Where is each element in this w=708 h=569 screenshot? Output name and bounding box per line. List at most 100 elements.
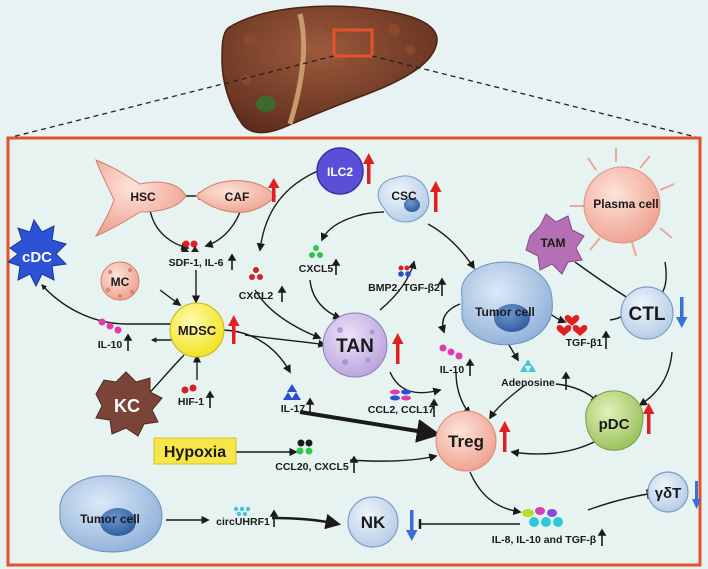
up-arrow-icon <box>228 315 240 344</box>
factor-up-arrows <box>123 253 611 546</box>
zoom-line-left <box>7 55 335 139</box>
treg-label: Treg <box>448 432 484 451</box>
up-arrow-icon <box>437 277 447 296</box>
up-arrow-icon <box>601 330 611 349</box>
tumor-mid-label: Tumor cell <box>475 305 535 319</box>
up-arrow-icon <box>597 528 607 546</box>
tan-label: TAN <box>336 336 374 357</box>
up-arrow-icon <box>643 403 655 434</box>
mdsc-label: MDSC <box>178 323 217 338</box>
factor-il17: IL-17 <box>281 403 306 415</box>
down-arrow-icon <box>406 510 418 541</box>
factor-il8-il10-tgfb: IL-8, IL-10 and TGF-β <box>492 534 597 546</box>
ilc2-cell: ILC2 <box>316 147 364 195</box>
caf-label: CAF <box>225 190 250 204</box>
up-arrow-icon <box>277 285 287 302</box>
mdsc-cell: MDSC <box>169 302 225 358</box>
up-arrow-icon <box>269 509 279 527</box>
csc-cell: CSC <box>377 175 430 223</box>
factor-labels: SDF-1, IL-6 CXCL5 CXCL2 BMP2, TGF-β2 TGF… <box>98 257 603 546</box>
molecule-dots-icon <box>309 245 323 258</box>
cdc-label: cDC <box>22 249 52 266</box>
csc-label: CSC <box>391 189 417 203</box>
tan-cell: TAN <box>322 312 388 378</box>
molecule-dots-icon <box>296 439 313 455</box>
factor-adenosine: Adenosine <box>501 377 555 389</box>
treg-cell: Treg <box>435 410 497 472</box>
molecule-dots-icon <box>181 240 199 252</box>
caf-cell: CAF <box>195 180 277 213</box>
molecule-dots-icon <box>398 265 411 277</box>
liver-icon <box>221 5 438 134</box>
factor-tgfb1: TGF-β1 <box>566 337 603 349</box>
plasma-label: Plasma cell <box>593 197 658 211</box>
up-arrow-icon <box>429 398 439 417</box>
up-arrow-icon <box>499 421 511 452</box>
tam-label: TAM <box>540 236 565 250</box>
up-arrow-icon <box>430 181 442 212</box>
zoom-line-right <box>371 55 701 139</box>
up-arrow-icon <box>465 358 475 376</box>
gdt-cell: γδT <box>647 471 689 513</box>
hypoxia-label: Hypoxia <box>164 444 226 461</box>
zoom-box <box>332 28 374 58</box>
triangle-molecule-icon <box>520 359 536 372</box>
up-arrow-icon <box>349 455 359 473</box>
triangle-molecule-icon <box>283 384 301 400</box>
ctl-cell: CTL <box>620 286 674 340</box>
down-arrow-icon <box>676 297 688 328</box>
connectors <box>41 169 673 530</box>
molecule-dots-icon <box>522 507 563 527</box>
factor-cxcl5: CXCL5 <box>299 263 334 275</box>
factor-sdf1-il6: SDF-1, IL-6 <box>169 257 224 269</box>
up-arrow-icon <box>331 258 341 275</box>
hypoxia-box: Hypoxia <box>153 437 237 465</box>
factor-ccl2-ccl17: CCL2, CCL17 <box>368 404 435 416</box>
heart-molecule-icon <box>556 314 588 336</box>
gdt-label: γδT <box>655 485 682 502</box>
factor-cxcl2: CXCL2 <box>239 290 274 302</box>
up-arrow-icon <box>227 253 237 270</box>
tumor-cell-bottom: Tumor cell <box>59 475 163 553</box>
factor-il10-mid: IL-10 <box>440 364 465 376</box>
factor-hif1: HIF-1 <box>178 396 204 408</box>
pdc-cell: pDC <box>585 390 644 451</box>
status-arrows <box>228 153 701 541</box>
tam-cell: TAM <box>525 213 585 275</box>
up-arrow-icon <box>305 397 315 415</box>
up-arrow-icon <box>561 371 571 390</box>
mc-label: MC <box>111 275 130 289</box>
kc-cell: KC <box>95 371 163 437</box>
molecule-dots-icon <box>233 506 251 517</box>
molecule-dots-icon <box>390 389 411 401</box>
down-arrow-icon <box>692 481 701 509</box>
factor-bmp2-tgfb2: BMP2, TGF-β2 <box>368 282 440 294</box>
crescent-molecule-icon <box>181 384 197 394</box>
factor-il10-left: IL-10 <box>98 339 123 351</box>
crescent-molecule-icon <box>98 318 122 334</box>
ilc2-label: ILC2 <box>327 165 353 179</box>
molecule-dots-icon <box>249 267 263 280</box>
up-arrow-icon <box>363 153 375 184</box>
nk-cell: NK <box>347 496 399 548</box>
ctl-label: CTL <box>629 304 666 325</box>
cdc-cell: cDC <box>6 218 68 288</box>
factor-circuhrf1: circUHRF1 <box>216 516 270 528</box>
mc-cell: MC <box>100 261 140 301</box>
crescent-molecule-icon <box>439 344 463 360</box>
nk-label: NK <box>361 513 386 532</box>
up-arrow-icon <box>392 333 404 364</box>
hsc-label: HSC <box>130 190 156 204</box>
up-arrow-icon <box>205 390 215 408</box>
up-arrow-icon <box>123 333 133 351</box>
pdc-label: pDC <box>599 416 630 433</box>
hsc-cell: HSC <box>94 159 187 237</box>
molecule-icons <box>98 240 588 527</box>
tumor-bottom-label: Tumor cell <box>80 512 140 526</box>
tumor-cell-mid: Tumor cell <box>461 261 553 346</box>
factor-ccl20-cxcl5: CCL20, CXCL5 <box>275 461 349 473</box>
plasma-cell: Plasma cell <box>570 148 675 257</box>
up-arrow-icon <box>268 178 280 202</box>
